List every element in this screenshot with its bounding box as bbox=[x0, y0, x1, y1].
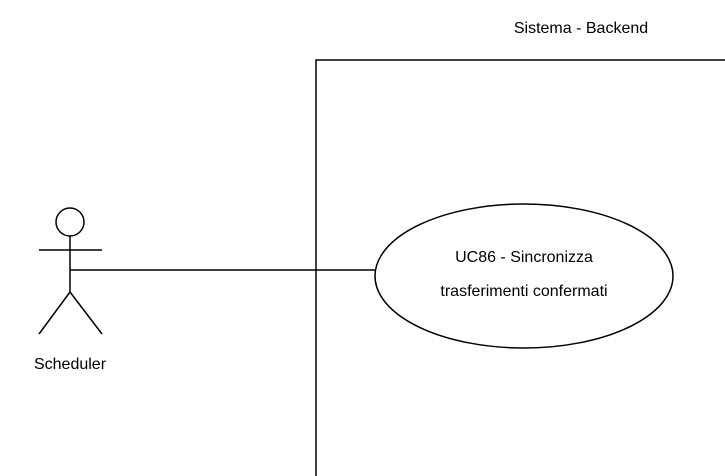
actor-right-leg bbox=[69, 291, 103, 335]
system-boundary-label: Sistema - Backend bbox=[514, 20, 648, 37]
use-case-ellipse bbox=[374, 203, 674, 349]
use-case-label-line2: trasferimenti confermati bbox=[440, 283, 607, 300]
system-boundary[interactable] bbox=[315, 59, 725, 476]
actor-head bbox=[55, 207, 85, 237]
use-case-label-line1: UC86 - Sincronizza bbox=[455, 249, 593, 266]
system-boundary-border bbox=[315, 59, 725, 476]
actor-left-leg bbox=[38, 291, 71, 335]
actor-scheduler[interactable] bbox=[38, 207, 103, 335]
actor-label: Scheduler bbox=[34, 356, 107, 373]
use-case-uc86[interactable]: UC86 - Sincronizza trasferimenti conferm… bbox=[374, 203, 674, 349]
